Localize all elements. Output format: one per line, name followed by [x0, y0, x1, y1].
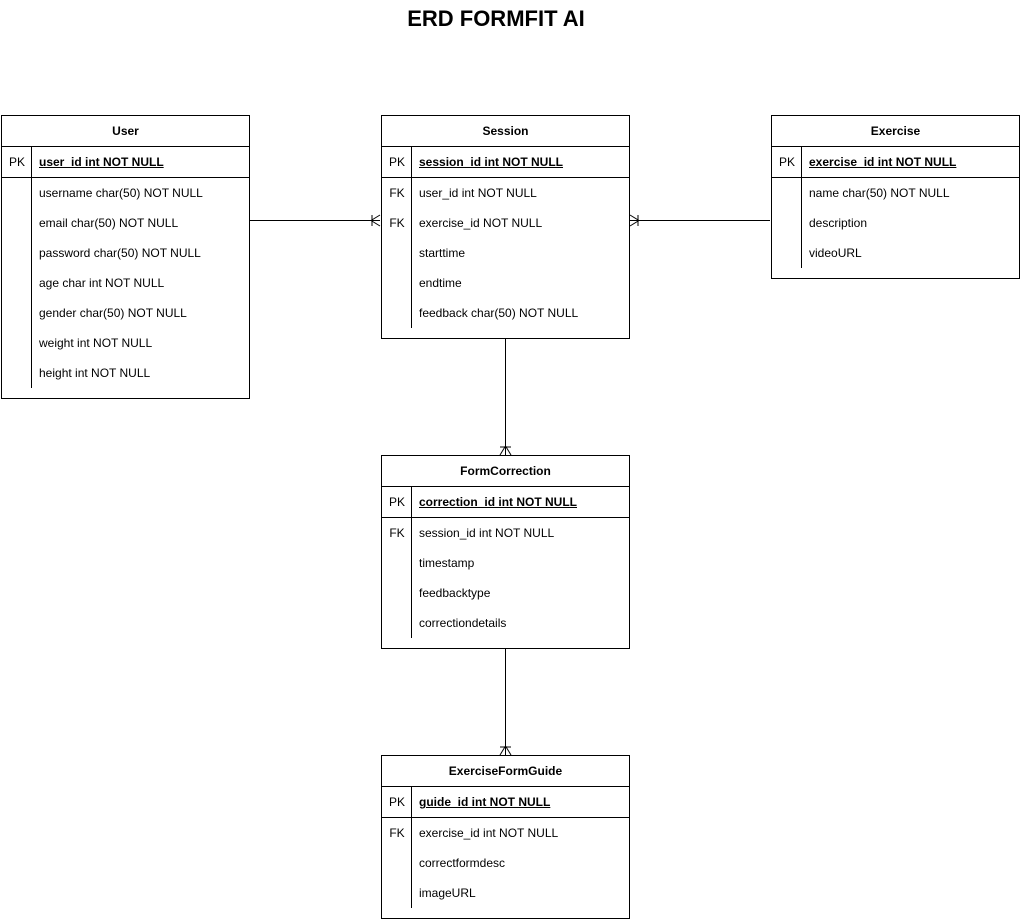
field-row[interactable]: username char(50) NOT NULL — [2, 178, 249, 208]
field-name: correctformdesc — [419, 856, 506, 870]
field-name: endtime — [419, 276, 462, 290]
field-row[interactable]: timestamp — [382, 548, 629, 578]
field-row[interactable]: age char int NOT NULL — [2, 268, 249, 298]
field-row[interactable]: weight int NOT NULL — [2, 328, 249, 358]
field-name: description — [809, 216, 868, 230]
pk-field: session_id int NOT NULL — [419, 155, 564, 169]
pk-field: correction_id int NOT NULL — [419, 495, 578, 509]
key-label: FK — [389, 526, 405, 540]
pk-field: user_id int NOT NULL — [39, 155, 164, 169]
field-name: correctiondetails — [419, 616, 507, 630]
field-name: username char(50) NOT NULL — [39, 186, 203, 200]
field-row[interactable]: password char(50) NOT NULL — [2, 238, 249, 268]
field-name: feedbacktype — [419, 586, 491, 600]
field-name: name char(50) NOT NULL — [809, 186, 950, 200]
entity-title: Exercise — [772, 116, 1019, 147]
entity-formcorrection[interactable]: FormCorrection PK correction_id int NOT … — [381, 455, 630, 649]
field-row[interactable]: starttime — [382, 238, 629, 268]
key-label: FK — [389, 216, 405, 230]
pk-row[interactable]: PK user_id int NOT NULL — [2, 147, 249, 178]
pk-field: exercise_id int NOT NULL — [809, 155, 957, 169]
entity-exercise[interactable]: Exercise PK exercise_id int NOT NULL nam… — [771, 115, 1020, 279]
entity-title: User — [2, 116, 249, 147]
entity-user[interactable]: User PK user_id int NOT NULL username ch… — [1, 115, 250, 399]
diagram-title: ERD FORMFIT AI — [407, 6, 585, 31]
field-name: starttime — [419, 246, 466, 260]
field-row[interactable]: height int NOT NULL — [2, 358, 249, 388]
pk-label: PK — [8, 155, 25, 169]
field-row[interactable]: feedback char(50) NOT NULL — [382, 298, 629, 328]
field-row[interactable]: feedbacktype — [382, 578, 629, 608]
pk-field: guide_id int NOT NULL — [419, 795, 551, 809]
field-name: age char int NOT NULL — [39, 276, 165, 290]
field-row[interactable]: FK user_id int NOT NULL — [382, 178, 629, 208]
pk-row[interactable]: PK session_id int NOT NULL — [382, 147, 629, 178]
entity-title: Session — [382, 116, 629, 147]
field-row[interactable]: name char(50) NOT NULL — [772, 178, 1019, 208]
pk-label: PK — [388, 795, 405, 809]
entity-title: FormCorrection — [382, 456, 629, 487]
relationship-user-session — [250, 214, 381, 227]
key-label: FK — [389, 826, 405, 840]
field-name: videoURL — [809, 246, 862, 260]
field-name: password char(50) NOT NULL — [39, 246, 201, 260]
field-name: height int NOT NULL — [39, 366, 151, 380]
relationship-formcorrection-exerciseformguide — [499, 645, 512, 756]
field-row[interactable]: FK session_id int NOT NULL — [382, 518, 629, 548]
pk-row[interactable]: PK correction_id int NOT NULL — [382, 487, 629, 518]
field-row[interactable]: correctiondetails — [382, 608, 629, 638]
field-name: gender char(50) NOT NULL — [39, 306, 187, 320]
field-name: session_id int NOT NULL — [419, 526, 555, 540]
field-row[interactable]: videoURL — [772, 238, 1019, 268]
entity-title: ExerciseFormGuide — [382, 756, 629, 787]
relationship-exercise-session — [629, 214, 770, 227]
pk-label: PK — [388, 495, 405, 509]
field-row[interactable]: endtime — [382, 268, 629, 298]
entity-session[interactable]: Session PK session_id int NOT NULL FK use… — [381, 115, 630, 339]
field-name: weight int NOT NULL — [39, 336, 153, 350]
pk-label: PK — [388, 155, 405, 169]
field-name: timestamp — [419, 556, 475, 570]
field-name: exercise_id int NOT NULL — [419, 826, 559, 840]
field-name: user_id int NOT NULL — [419, 186, 537, 200]
pk-label: PK — [778, 155, 795, 169]
field-row[interactable]: description — [772, 208, 1019, 238]
field-row[interactable]: FK exercise_id NOT NULL — [382, 208, 629, 238]
relationship-session-formcorrection — [499, 335, 512, 456]
field-row[interactable]: correctformdesc — [382, 848, 629, 878]
field-name: email char(50) NOT NULL — [39, 216, 179, 230]
key-label: FK — [389, 186, 405, 200]
field-row[interactable]: gender char(50) NOT NULL — [2, 298, 249, 328]
field-row[interactable]: email char(50) NOT NULL — [2, 208, 249, 238]
field-name: feedback char(50) NOT NULL — [419, 306, 579, 320]
pk-row[interactable]: PK exercise_id int NOT NULL — [772, 147, 1019, 178]
pk-row[interactable]: PK guide_id int NOT NULL — [382, 787, 629, 818]
field-name: imageURL — [419, 886, 476, 900]
field-name: exercise_id NOT NULL — [419, 216, 543, 230]
entity-exerciseformguide[interactable]: ExerciseFormGuide PK guide_id int NOT NU… — [381, 755, 630, 919]
field-row[interactable]: FK exercise_id int NOT NULL — [382, 818, 629, 848]
field-row[interactable]: imageURL — [382, 878, 629, 908]
